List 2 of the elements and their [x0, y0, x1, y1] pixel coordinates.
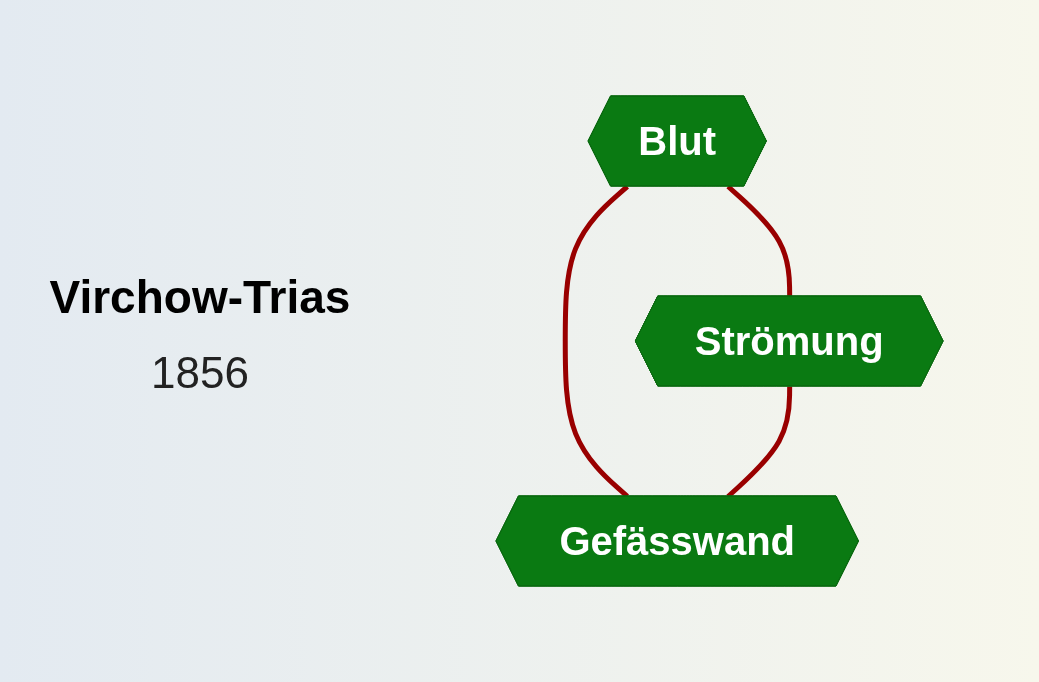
diagram-title: Virchow-Trias [49, 270, 351, 324]
year-label: 1856 [151, 348, 249, 398]
